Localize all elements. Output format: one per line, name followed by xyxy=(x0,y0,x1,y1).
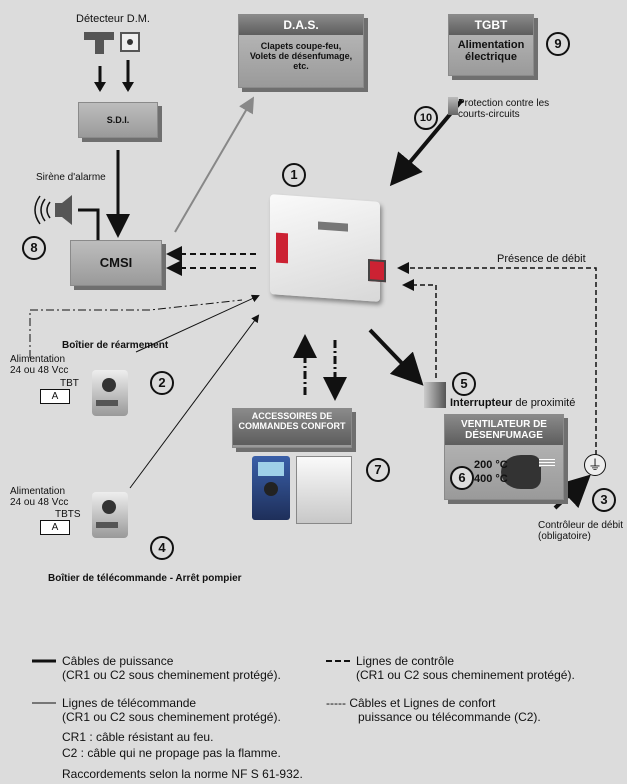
telecmd-title: Boîtier de télécommande - Arrêt pompier xyxy=(48,573,242,584)
sdi-box: S.D.I. xyxy=(78,102,158,138)
badge-6: 6 xyxy=(450,466,474,490)
manual-call-icon xyxy=(120,32,140,52)
fan-temp-2: 400 °C xyxy=(474,473,508,485)
badge-5: 5 xyxy=(452,372,476,396)
controller-label: Contrôleur de débit (obligatoire) xyxy=(538,520,624,542)
tgbt-box: TGBT Alimentation électrique xyxy=(448,14,534,76)
tgbt-body: Alimentation électrique xyxy=(457,39,525,63)
detector-label: Détecteur D.M. xyxy=(76,13,150,25)
telecmd-symbol: A xyxy=(40,520,70,535)
presence-label: Présence de débit xyxy=(497,253,586,265)
cmsi-label: CMSI xyxy=(99,255,133,270)
badge-1: 1 xyxy=(282,163,306,187)
rearm-title: Boîtier de réarmement xyxy=(62,340,169,351)
comfort-panel-icon xyxy=(296,456,352,524)
flow-feedback xyxy=(397,262,597,455)
variator-icon xyxy=(252,456,290,520)
detector-arrow-1 xyxy=(94,82,106,92)
flow-controller-icon: ⏚ xyxy=(584,454,606,476)
proximity-switch-icon xyxy=(424,382,446,408)
badge-9: 9 xyxy=(546,32,570,56)
fan-vents xyxy=(539,459,555,467)
siren-label: Sirène d'alarme xyxy=(36,172,106,183)
sound-wave-2 xyxy=(40,198,46,222)
telecmd-box-icon xyxy=(92,492,128,538)
unit-red-label xyxy=(276,232,288,264)
legend-comfort: ----- Câbles et Lignes de confort puissa… xyxy=(326,696,541,724)
legend-remote: Lignes de télécommande (CR1 ou C2 sous c… xyxy=(62,696,281,724)
siren-horn xyxy=(55,195,72,225)
badge-4: 4 xyxy=(150,536,174,560)
legend-norm: Raccordements selon la norme NF S 61-932… xyxy=(62,767,303,781)
rearm-tag: TBT xyxy=(60,378,79,389)
siren-line xyxy=(78,208,100,240)
badge-8: 8 xyxy=(22,236,46,260)
detector-t-icon xyxy=(84,32,114,40)
unit-to-switch xyxy=(368,328,424,386)
accessories-label: ACCESSOIRES DE COMMANDES CONFORT xyxy=(233,409,351,445)
rearm-to-unit xyxy=(135,294,260,353)
legend-control: Lignes de contrôle (CR1 ou C2 sous chemi… xyxy=(356,654,575,682)
das-title: D.A.S. xyxy=(239,15,363,35)
accessories-box: ACCESSOIRES DE COMMANDES CONFORT xyxy=(232,408,352,448)
badge-10: 10 xyxy=(414,106,438,130)
control-unit xyxy=(270,194,386,302)
legend-power: Câbles de puissance (CR1 ou C2 sous chem… xyxy=(62,654,281,682)
unit-logo xyxy=(318,221,348,232)
switch-label: Interrupteur de proximité xyxy=(450,397,576,409)
fan-icon xyxy=(501,455,541,489)
cmsi-box: CMSI xyxy=(70,240,162,286)
cmsi-to-das xyxy=(174,96,255,233)
rearm-symbol: A xyxy=(40,389,70,404)
legend-cr1: CR1 : câble résistant au feu. xyxy=(62,730,214,744)
detector-t-stem xyxy=(95,40,104,54)
fan-title: VENTILATEUR DE DÉSENFUMAGE xyxy=(445,415,563,445)
das-box: D.A.S. Clapets coupe-feu, Volets de dése… xyxy=(238,14,364,88)
badge-3: 3 xyxy=(592,488,616,512)
rearm-box-icon xyxy=(92,370,128,416)
switch-feedback xyxy=(402,279,437,378)
badge-7: 7 xyxy=(366,458,390,482)
badge-2: 2 xyxy=(150,371,174,395)
sound-wave-1 xyxy=(46,201,51,219)
protection-label: Protection contre les courts-circuits xyxy=(458,98,550,120)
sound-wave-3 xyxy=(34,195,41,225)
das-body: Clapets coupe-feu, Volets de désenfumage… xyxy=(249,41,353,71)
rearm-supply: Alimentation 24 ou 48 Vcc xyxy=(10,354,69,376)
legend-c2: C2 : câble qui ne propage pas la flamme. xyxy=(62,746,281,760)
tgbt-title: TGBT xyxy=(449,15,533,35)
unit-switch-icon xyxy=(368,259,386,283)
fan-temp-1: 200 °C xyxy=(474,459,508,471)
detector-arrow-2 xyxy=(122,82,134,92)
rearm-line xyxy=(29,299,243,358)
telecmd-to-unit xyxy=(129,314,260,489)
controller-arrow xyxy=(553,474,591,510)
telecmd-supply: Alimentation 24 ou 48 Vcc xyxy=(10,486,69,508)
breaker-icon xyxy=(448,97,458,115)
sdi-label: S.D.I. xyxy=(106,115,130,125)
telecmd-tag: TBTS xyxy=(55,509,81,520)
